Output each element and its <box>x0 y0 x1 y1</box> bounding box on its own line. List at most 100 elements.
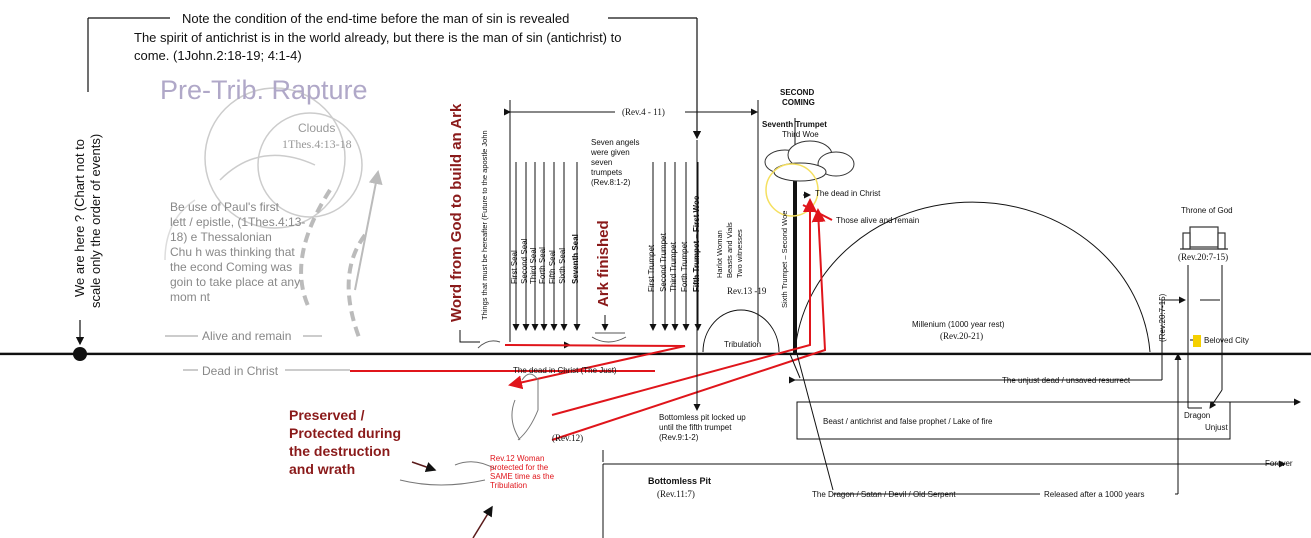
preserved-line: Preserved / <box>289 407 365 423</box>
note-bracket <box>87 17 702 140</box>
glory-circle <box>765 163 819 217</box>
trumpet-0: First Trumpet <box>647 244 656 292</box>
because-line: 18) e Thessalonian <box>170 230 272 244</box>
seal-5: Sixth Seal <box>558 247 567 284</box>
woman-line: Tribulation <box>490 481 528 490</box>
ark-sketch <box>477 332 627 349</box>
tribulation-label: Tribulation <box>724 340 762 349</box>
word-ark-label: Word from God to build an Ark <box>448 103 465 322</box>
preserved-line: Protected during <box>289 425 402 441</box>
trumpet-1: Second Trumpet <box>659 233 668 292</box>
beloved-city-label: Beloved City <box>1204 336 1249 345</box>
angels-line: (Rev.8:1-2) <box>591 178 631 187</box>
bottomless-pit: Bottomless Pit <box>648 476 712 486</box>
rev-20-21: (Rev.20-21) <box>940 331 984 341</box>
we-are-here-2: scale only the order of events) <box>88 133 103 308</box>
bottomless-line: until the fifth trumpet <box>659 423 732 432</box>
spirit-line-1: The spirit of antichrist is in the world… <box>134 30 622 45</box>
ark-finished-label: Ark finished <box>595 220 612 307</box>
throne-icon <box>1180 226 1228 250</box>
because-line: the econd Coming was <box>170 260 293 274</box>
preserved-label: Preserved / Protected during the destructi… <box>289 406 401 478</box>
woman-line: SAME time as the <box>490 472 555 481</box>
rev-12: (Rev.12) <box>552 433 584 443</box>
dead-in-christ-label: Dead in Christ <box>202 364 279 378</box>
right-structure <box>602 265 1301 538</box>
released-label: Released after a 1000 years <box>1044 490 1145 499</box>
spirit-line-2: come. (1John.2:18-19; 4:1-4) <box>134 48 302 63</box>
second-coming-2: COMING <box>782 98 815 107</box>
because-line: Be use of Paul's first <box>170 200 280 214</box>
unjust-label: Unjust <box>1205 423 1228 432</box>
harlot-0: Harlot Woman <box>715 230 724 278</box>
rev-11-7: (Rev.11:7) <box>657 489 695 499</box>
dead-in-christ-small: The dead in Christ <box>815 189 881 198</box>
tribulation-arc <box>702 309 780 353</box>
we-are-here-1: We are here ? (Chart not to <box>72 138 87 297</box>
seventh-trumpet: Seventh Trumpet <box>762 120 827 129</box>
gray-guides <box>165 335 350 371</box>
because-line: goin to take place at any <box>170 275 301 289</box>
we-are-here-marker <box>73 347 87 361</box>
bottomless-line: (Rev.9:1-2) <box>659 433 699 442</box>
red-arrows <box>350 198 833 441</box>
clouds-ref: 1Thes.4:13-18 <box>282 137 352 151</box>
beloved-city-marker <box>1193 335 1201 347</box>
second-coming-1: SECOND <box>780 88 815 97</box>
harlot-1: Beasts and Vials <box>725 222 734 278</box>
seal-2: Third Seal <box>529 247 538 284</box>
seal-arrows <box>512 162 702 331</box>
clouds-label: Clouds <box>298 121 336 135</box>
throne-label: Throne of God <box>1181 206 1233 215</box>
angels-line: Seven angels <box>591 138 640 147</box>
beast-label: Beast / antichrist and false prophet / L… <box>823 417 993 426</box>
alive-remain-label: Alive and remain <box>202 329 292 343</box>
rapture-graphic <box>164 87 383 341</box>
because-line: Chu h was thinking that <box>170 245 295 259</box>
note-text: Note the condition of the end-time befor… <box>182 11 570 26</box>
dead-just-label: The dead in Christ (The Just) <box>513 366 617 375</box>
millenium-arc <box>794 201 1151 353</box>
things-hereafter: Things that must be hereafter (Future to… <box>480 130 489 320</box>
pretrib-title: Pre-Trib. Rapture <box>160 75 368 105</box>
woman-line: Rev.12 Woman <box>490 454 545 463</box>
because-line: lett / epistle, (1Thes.4:13- <box>170 215 306 229</box>
angels-line: seven <box>591 158 613 167</box>
rev-4-11-bracket <box>504 100 759 342</box>
rev-13-19: Rev.13 -19 <box>727 286 767 296</box>
angels-line: trumpets <box>591 168 623 177</box>
forever-label: Forever <box>1265 459 1293 468</box>
rev-20-7-15-vert: (Rev.20:7-15) <box>1158 293 1167 342</box>
trumpet-4: Fifth Trumpet – First Woe <box>692 195 701 292</box>
seal-1: Second Seal <box>520 238 529 284</box>
dragon-satan-label: The Dragon / Satan / Devil / Old Serpent <box>812 490 956 499</box>
preserved-line: the destruction <box>289 443 391 459</box>
harlot-2: Two witnesses <box>735 229 744 278</box>
trumpet-2: Third Trumpet <box>669 242 678 292</box>
preserved-line: and wrath <box>289 461 356 477</box>
third-woe: Third Woe <box>782 130 819 139</box>
woman-line: protected for the <box>490 463 549 472</box>
seal-6: Seventh Seal <box>571 234 580 284</box>
second-coming-cloud <box>764 140 855 182</box>
seal-0: First Seal <box>510 250 519 284</box>
second-coming-bar <box>793 176 797 354</box>
rev-20-7-15: (Rev.20:7-15) <box>1178 252 1229 262</box>
millenium-label: Millenium (1000 year rest) <box>912 320 1005 329</box>
unjust-dead-label: The unjust dead / unsaved resurrect <box>1002 376 1131 385</box>
sixth-trumpet: Sixth Trumpet – Second Woe <box>780 210 789 308</box>
woman-sketch <box>399 373 539 486</box>
seal-3: Forth Seal <box>538 247 547 284</box>
seal-4: Fifth Seal <box>548 250 557 284</box>
dragon-label: Dragon <box>1184 411 1211 420</box>
angels-line: were given <box>591 148 630 157</box>
rev-4-11: (Rev.4 - 11) <box>622 107 665 117</box>
trumpet-3: Forth Trumpet <box>680 241 689 292</box>
those-alive-label: Those alive and remain <box>836 216 920 225</box>
